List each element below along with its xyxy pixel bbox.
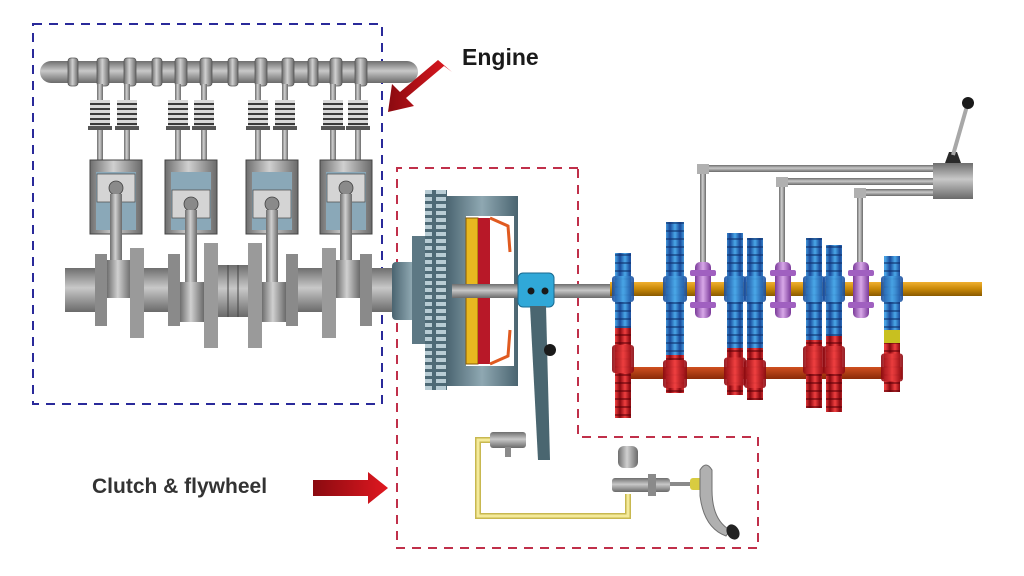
counter-gear-hub	[612, 345, 634, 373]
valve-spring	[348, 100, 368, 128]
synchronizer-tooth	[770, 270, 796, 276]
cam-lobe	[227, 57, 239, 87]
cam-lobe	[151, 57, 163, 87]
synchronizer-tooth	[690, 270, 716, 276]
spring-seat	[166, 126, 190, 130]
valve-spring	[117, 100, 137, 128]
main-gear-hub	[881, 276, 903, 302]
crankshaft	[65, 243, 400, 348]
cam-lobe	[174, 57, 188, 87]
fork-pivot	[544, 344, 556, 356]
spring-seat	[321, 126, 345, 130]
clutch-region-outline	[396, 167, 759, 549]
gear-marker	[884, 330, 900, 343]
counter-gear-hub	[881, 353, 903, 382]
engine-arrow	[388, 60, 452, 112]
piston-pin	[264, 196, 280, 212]
engine-region-outline	[32, 23, 383, 405]
diaphragm-spring-top	[489, 216, 512, 253]
synchronizers	[690, 262, 874, 318]
main-gear-hub	[823, 276, 845, 302]
synchronizer-tooth	[848, 270, 874, 276]
clutch-arrow	[313, 472, 388, 504]
pedal-pad	[726, 524, 740, 540]
shift-rods	[697, 164, 938, 266]
main-gear-hub	[612, 276, 634, 302]
master-cylinder	[612, 446, 708, 496]
synchronizer-tooth	[770, 302, 796, 308]
valve-spring	[275, 100, 295, 128]
valve-spring	[90, 100, 110, 128]
gear-set	[612, 222, 903, 418]
cam-lobe	[199, 57, 213, 87]
main-gear-hub	[663, 276, 687, 302]
spring-seat	[192, 126, 216, 130]
counter-gear-hub	[803, 346, 825, 374]
release-bearing	[517, 272, 555, 308]
cam-lobe	[123, 57, 137, 87]
cam-lobe	[307, 57, 319, 87]
release-fork	[530, 306, 550, 460]
piston-pin	[338, 180, 354, 196]
connecting-rod	[266, 210, 278, 282]
cam-lobe	[67, 57, 79, 87]
counter-gear-hub	[663, 360, 687, 388]
valve-spring	[168, 100, 188, 128]
engine-label: Engine	[462, 44, 539, 70]
valve-assemblies	[88, 84, 370, 164]
gear-lever[interactable]	[933, 97, 974, 199]
flywheel	[425, 190, 447, 390]
gear-knob[interactable]	[962, 97, 974, 109]
clutch-pedal	[699, 464, 731, 537]
valve-spring	[248, 100, 268, 128]
camshaft	[40, 57, 418, 87]
synchronizer-tooth	[690, 302, 716, 308]
counter-gear-hub	[744, 360, 766, 388]
spring-seat	[246, 126, 270, 130]
spring-seat	[346, 126, 370, 130]
main-gear-hub	[744, 276, 766, 302]
cam-lobe	[281, 57, 295, 87]
piston-pin	[183, 196, 199, 212]
diaphragm-spring-bottom	[489, 329, 512, 366]
clutch-flywheel-label: Clutch & flywheel	[92, 475, 268, 498]
hydraulic-line	[475, 437, 631, 519]
main-gear-hub	[803, 276, 825, 302]
cam-lobe	[329, 57, 343, 87]
synchronizer-tooth	[848, 302, 874, 308]
spring-seat	[273, 126, 297, 130]
cylinders	[89, 159, 373, 282]
valve-spring	[323, 100, 343, 128]
slave-cylinder	[490, 432, 526, 457]
counter-gear-hub	[823, 346, 845, 374]
counter-gear-hub	[724, 357, 746, 386]
main-gear-hub	[724, 276, 746, 302]
valve-spring	[194, 100, 214, 128]
spring-seat	[88, 126, 112, 130]
connecting-rod	[185, 210, 197, 282]
cam-lobe	[354, 57, 368, 87]
cam-lobe	[254, 57, 268, 87]
cam-lobe	[96, 57, 110, 87]
spring-seat	[115, 126, 139, 130]
piston-pin	[108, 180, 124, 196]
